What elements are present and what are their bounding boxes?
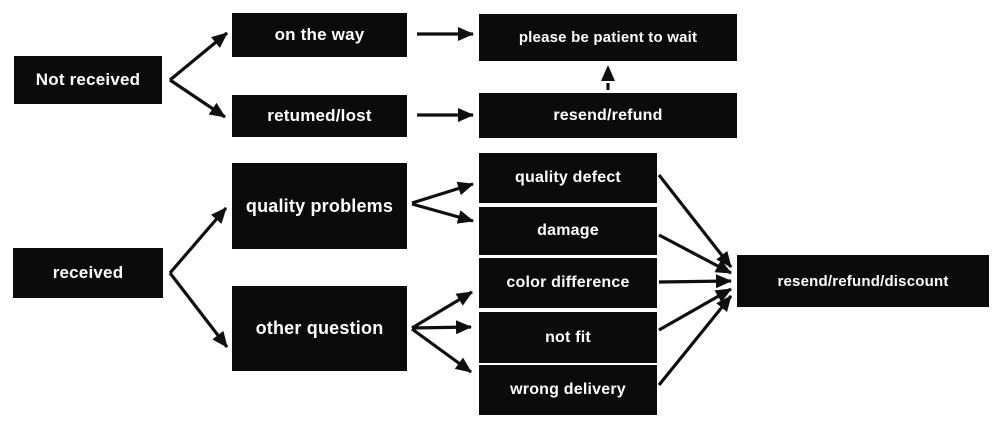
node-on-the-way-label: on the way (274, 25, 365, 44)
arrow-other-question-to-color-difference (411, 290, 473, 330)
node-on-the-way: on the way (232, 13, 407, 57)
node-color-difference-label: color difference (506, 274, 630, 291)
node-other-question-label: other question (255, 318, 384, 338)
node-not-fit-label: not fit (545, 328, 591, 346)
arrow-quality-defect-to-outcome (657, 174, 733, 268)
arrow-other-question-to-not-fit (411, 320, 472, 335)
arrow-quality-problems-to-damage (411, 202, 474, 224)
arrow-received-to-other-question (168, 272, 229, 348)
node-other-question: other question (232, 286, 407, 371)
node-resend-refund-label: resend/refund (553, 106, 663, 124)
node-please-be-patient: please be patient to wait (479, 14, 737, 61)
node-please-be-patient-label: please be patient to wait (518, 29, 698, 46)
arrow-wrong-delivery-to-outcome (657, 294, 733, 387)
arrow-not-received-to-on-the-way (168, 31, 229, 82)
node-not-received: Not received (14, 56, 162, 104)
arrow-damage-to-outcome (658, 233, 732, 275)
arrow-other-question-to-wrong-delivery (411, 327, 472, 374)
node-wrong-delivery: wrong delivery (479, 365, 657, 415)
node-resend-refund-discount: resend/refund/discount (737, 255, 989, 307)
node-damage: damage (479, 207, 657, 255)
node-quality-defect: quality defect (479, 153, 657, 203)
arrow-color-difference-to-outcome (658, 274, 732, 289)
node-returned-lost: retumed/lost (232, 95, 407, 137)
arrow-not-fit-to-outcome (658, 287, 732, 332)
node-damage-label: damage (537, 222, 599, 239)
node-wrong-delivery-label: wrong delivery (510, 381, 626, 398)
arrow-received-to-quality-problems (168, 206, 228, 275)
node-quality-problems: quality problems (232, 163, 407, 249)
node-received-label: received (52, 263, 124, 282)
arrow-not-received-to-returned-lost (169, 78, 226, 119)
node-quality-defect-label: quality defect (515, 169, 621, 186)
node-resend-refund: resend/refund (479, 93, 737, 138)
node-quality-problems-label: quality problems (245, 195, 394, 216)
node-not-received-label: Not received (35, 70, 141, 89)
node-received: received (13, 248, 163, 298)
node-not-fit: not fit (479, 312, 657, 363)
node-returned-lost-label: retumed/lost (267, 106, 372, 125)
node-color-difference: color difference (479, 258, 657, 308)
node-resend-refund-discount-label: resend/refund/discount (777, 272, 949, 290)
arrow-quality-problems-to-quality-defect (411, 181, 474, 205)
